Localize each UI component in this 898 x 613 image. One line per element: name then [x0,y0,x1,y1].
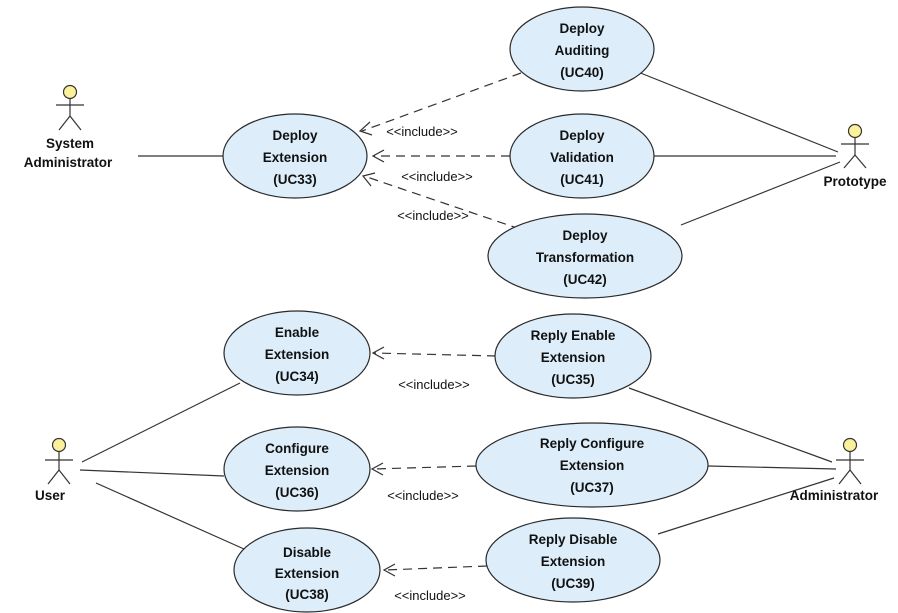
use-case-label: Extension [263,150,328,165]
include-label-uc42: <<include>> [397,208,469,223]
use-case-label: (UC33) [273,172,317,187]
use-case-uc37[interactable]: Reply Configure Extension (UC37) [475,422,709,508]
use-case-label: Reply Disable [529,532,618,547]
actor-label: Prototype [823,174,886,189]
actor-label: Administrator [790,488,879,503]
use-case-label: (UC34) [275,369,319,384]
use-case-label: Validation [550,150,614,165]
use-case-label: Extension [265,463,330,478]
actor-icon [836,437,864,485]
actor-icon [841,123,869,169]
assoc-user-uc38 [95,482,245,550]
use-case-label: (UC39) [551,576,595,591]
use-case-uc41[interactable]: Deploy Validation (UC41) [509,113,655,199]
actor-prototype[interactable]: Prototype [823,123,887,190]
use-case-label: Auditing [555,43,610,58]
include-uc33-uc40 [358,72,522,136]
use-case-label: Configure [265,441,329,456]
assoc-uc35-administrator [628,387,833,463]
use-case-uc38[interactable]: Disable Extension (UC38) [233,527,381,613]
actor-label: Administrator [24,155,113,170]
use-case-uc33[interactable]: Deploy Extension (UC33) [222,113,368,199]
actor-administrator[interactable]: Administrator [790,437,879,504]
actor-icon [45,437,73,485]
include-dependencies [358,72,522,577]
assoc-uc37-administrator [707,465,837,470]
associations [79,71,841,550]
actor-label: User [35,488,66,503]
include-label-uc41: <<include>> [401,169,473,184]
include-uc36-uc37 [370,462,477,476]
assoc-user-uc34 [81,382,241,463]
include-uc38-uc39 [382,563,488,577]
use-case-label: Deploy [559,21,605,36]
use-case-label: Extension [265,347,330,362]
use-case-label: Deploy [562,228,608,243]
use-case-label: Extension [541,554,606,569]
include-uc33-uc42 [361,172,521,230]
use-case-label: (UC38) [285,587,329,602]
assoc-uc42-prototype [680,161,841,226]
include-label-uc39: <<include>> [394,588,466,603]
use-case-label: Extension [560,458,625,473]
actor-label: System [46,136,94,151]
use-case-label: (UC42) [563,272,607,287]
actor-icon [56,84,84,131]
actor-system-administrator[interactable]: System Administrator [24,84,113,171]
use-case-uc36[interactable]: Configure Extension (UC36) [223,426,371,512]
use-case-uc42[interactable]: Deploy Transformation (UC42) [487,213,683,299]
include-label-uc40: <<include>> [386,124,458,139]
assoc-uc39-administrator [657,477,835,535]
use-case-label: Deploy [272,128,318,143]
use-case-uc40[interactable]: Deploy Auditing (UC40) [509,6,655,92]
use-case-label: (UC36) [275,485,319,500]
use-case-uc34[interactable]: Enable Extension (UC34) [223,310,371,396]
actor-user[interactable]: User [35,437,73,504]
use-case-label: Extension [275,566,340,581]
use-case-label: Transformation [536,250,634,265]
include-uc34-uc35 [371,346,497,360]
use-case-label: (UC40) [560,65,604,80]
use-case-label: Disable [283,545,332,560]
include-label-uc35: <<include>> [398,377,470,392]
use-case-label: Enable [275,325,320,340]
assoc-user-uc36 [79,469,225,477]
use-case-label: Reply Enable [531,328,616,343]
use-case-uc39[interactable]: Reply Disable Extension (UC39) [485,517,661,603]
use-case-uc35[interactable]: Reply Enable Extension (UC35) [494,313,652,399]
use-case-label: Extension [541,350,606,365]
use-case-label: (UC37) [570,480,614,495]
use-case-label: (UC35) [551,372,595,387]
include-label-uc37: <<include>> [387,488,459,503]
include-labels: <<include>> <<include>> <<include>> <<in… [386,124,473,603]
use-case-label: Deploy [559,128,605,143]
include-uc33-uc41 [371,149,510,163]
assoc-uc40-prototype [637,71,839,153]
use-case-label: (UC41) [560,172,604,187]
use-case-label: Reply Configure [540,436,645,451]
